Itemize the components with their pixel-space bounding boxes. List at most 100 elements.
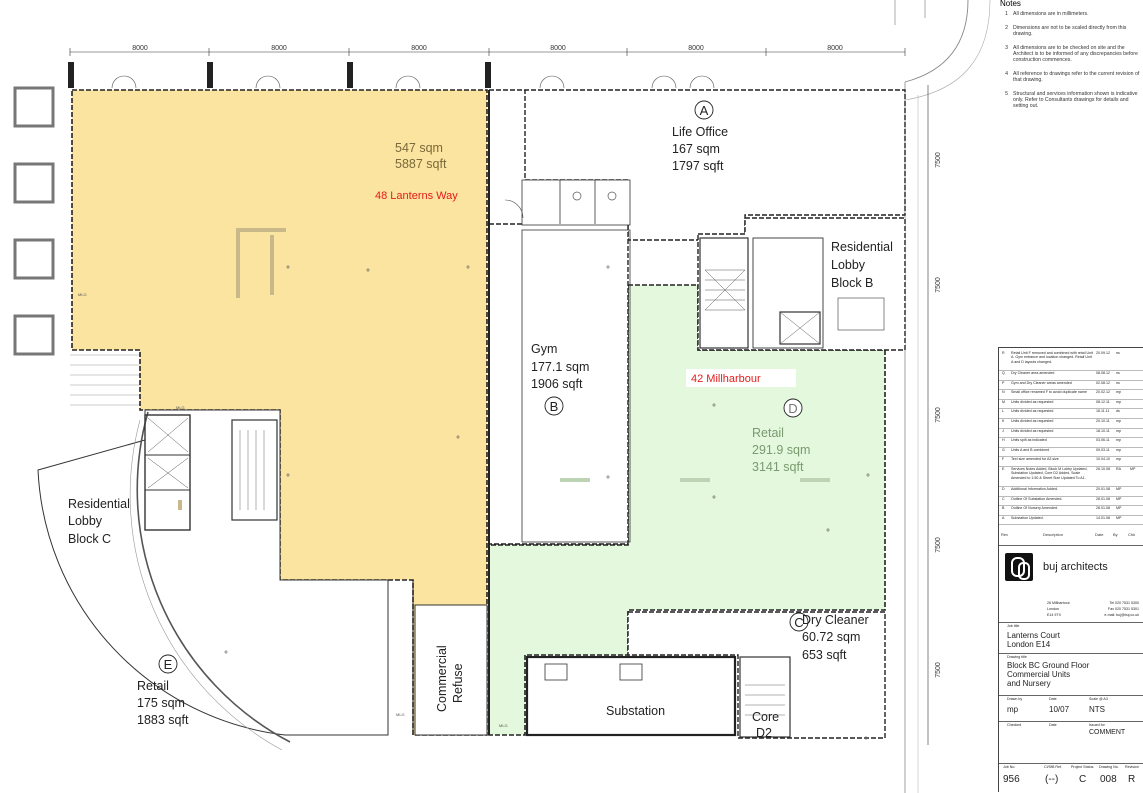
core-d2 <box>739 656 791 738</box>
dim-right-3: 7500 <box>935 407 942 423</box>
dim-right-2: 7500 <box>935 277 942 293</box>
unit-c-area-sqm: 60.72 sqm <box>802 630 860 644</box>
job-no-label: Job No. <box>1003 765 1016 769</box>
cisfb: (--) <box>1045 774 1059 785</box>
job-title-label: Job title <box>1007 624 1020 628</box>
unit-a-area-sqm: 167 sqm <box>672 142 720 156</box>
unit-e-letter: E <box>164 657 173 672</box>
checked-label: Checked <box>1007 723 1022 727</box>
unit-a-letter: A <box>700 103 709 118</box>
dim-right-5: 7500 <box>935 662 942 678</box>
dim-top-4: 8000 <box>550 45 566 52</box>
rev: R <box>1128 774 1136 785</box>
floor-plan: 8000 8000 8000 8000 8000 8000 7500 7500 … <box>13 0 991 793</box>
lobby-c-line2: Lobby <box>68 514 103 528</box>
unit-d-name: Retail <box>752 426 784 440</box>
cisfb-label: CI/SfB Ref. <box>1044 765 1062 769</box>
drawing-title-label: Drawing title <box>1007 655 1027 659</box>
notes-title: Notes <box>1000 0 1021 8</box>
dim-top-5: 8000 <box>688 45 704 52</box>
unit-d-area-sqm: 291.9 sqm <box>752 443 810 457</box>
unit-d-letter: D <box>788 401 797 416</box>
issued-for-label: Issued for <box>1089 723 1105 727</box>
note-item: 1 All dimensions are in millimeters. <box>1005 11 1089 18</box>
unit-c-area-sqft: 653 sqft <box>802 648 847 662</box>
status: C <box>1079 774 1087 785</box>
drawn-by-label: Drawn by <box>1007 697 1023 701</box>
lanterns-area-sqft: 5887 sqft <box>395 157 447 171</box>
unit-c-name: Dry Cleaner <box>802 613 869 627</box>
core-line2: D2 <box>756 726 772 740</box>
tag-mlg-4: MLG <box>176 405 185 410</box>
note-item: 4 All reference to drawings refer to the… <box>1005 70 1140 84</box>
unit-e-area-sqft: 1883 sqft <box>137 713 189 727</box>
lobby-b-line3: Block B <box>831 276 873 290</box>
notes-panel: Notes 1 All dimensions are in millimeter… <box>996 0 1141 340</box>
dwg-no: 008 <box>1100 774 1117 785</box>
unit-b-letter: B <box>550 399 559 414</box>
unit-d-address: 42 Millharbour <box>691 373 761 385</box>
dim-top-3: 8000 <box>411 45 427 52</box>
commercial-refuse-room <box>414 604 488 736</box>
unit-d-area-sqft: 3141 sqft <box>752 460 804 474</box>
refuse-line1: Commercial <box>435 645 449 712</box>
lanterns-area-sqm: 547 sqm <box>395 141 443 155</box>
job-no: 956 <box>1003 774 1020 785</box>
tag-mlg-3: MLG <box>499 723 508 728</box>
note-item: 2 Dimensions are not to be scaled direct… <box>1005 24 1127 38</box>
lanterns-address: 48 Lanterns Way <box>375 190 458 202</box>
residential-lobby-c <box>37 409 389 736</box>
note-item: 3 All dimensions are to be checked on si… <box>1005 44 1138 64</box>
lobby-b-line2: Lobby <box>831 258 866 272</box>
rev-label: Revision <box>1125 765 1139 769</box>
scale: NTS <box>1089 705 1105 714</box>
dim-top-6: 8000 <box>827 45 843 52</box>
firm-address: 26 Millharbour London E14 9TX <box>1047 601 1070 617</box>
date: 10/07 <box>1049 705 1070 714</box>
unit-b-name: Gym <box>531 342 557 356</box>
date2-label: Date <box>1049 723 1057 727</box>
date-label: Date <box>1049 697 1057 701</box>
unit-e-area-sqm: 175 sqm <box>137 696 185 710</box>
unit-a-area-sqft: 1797 sqft <box>672 159 724 173</box>
drawing-title: Block BC Ground Floor Commercial Units a… <box>1007 661 1090 688</box>
note-item: 5 Structural and services information sh… <box>1005 90 1138 110</box>
core-line1: Core <box>752 710 779 724</box>
job-title: Lanterns Court London E14 <box>1007 631 1060 649</box>
firm-contact: Tel 020 7531 5300 Fax 020 7531 5301 e-ma… <box>1104 601 1139 617</box>
unit-b-gym <box>488 223 629 545</box>
substation-room <box>525 655 737 737</box>
substation-label: Substation <box>606 704 665 718</box>
dim-right-1: 7500 <box>935 152 942 168</box>
tag-mlg-1: MLG <box>78 292 87 297</box>
dwg-no-label: Drawing No. <box>1099 765 1119 769</box>
residential-lobby-b <box>697 217 906 351</box>
title-block: buj architects 26 Millharbour London E14… <box>998 545 1143 792</box>
unit-a-name: Life Office <box>672 125 728 139</box>
dim-right-4: 7500 <box>935 537 942 553</box>
unit-e-name: Retail <box>137 679 169 693</box>
lobby-c-line1: Residential <box>68 497 130 511</box>
status-label: Project Status <box>1071 765 1094 769</box>
unit-c-letter: C <box>794 615 803 630</box>
firm-logo <box>1005 553 1033 581</box>
lobby-b-line1: Residential <box>831 240 893 254</box>
